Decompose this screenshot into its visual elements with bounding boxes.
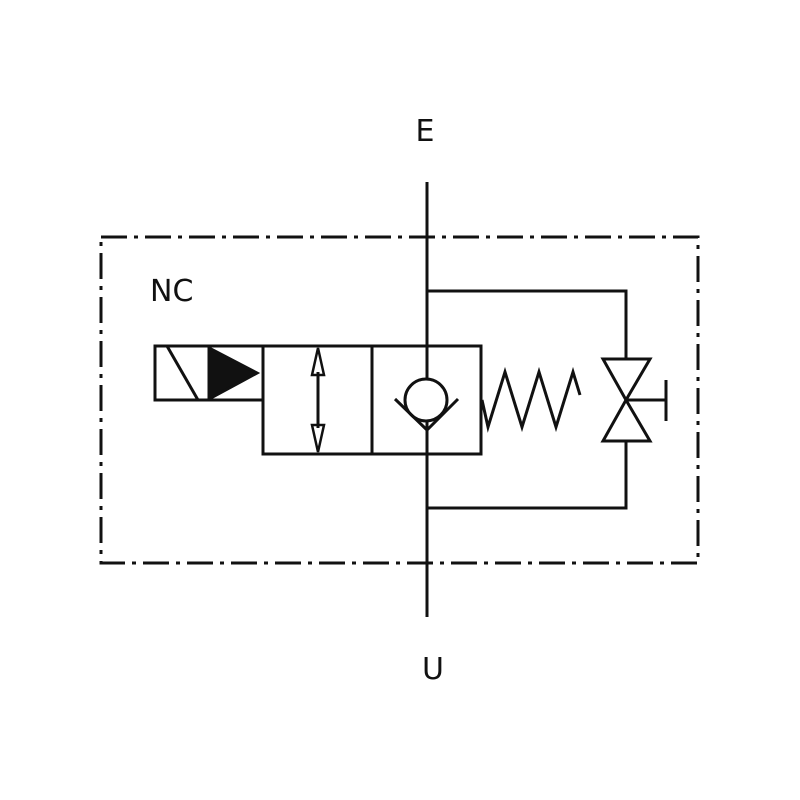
needle-valve-icon: [600, 357, 668, 443]
bypass-top-line: [427, 289, 628, 359]
inlet-port-label: E: [416, 114, 435, 149]
bidirectional-arrow-icon: [310, 347, 326, 453]
outlet-port-label: U: [422, 652, 444, 687]
dash-dot-boundary: [99, 235, 700, 565]
spring-icon: [480, 366, 582, 433]
mode-label: NC: [150, 274, 193, 309]
bypass-bottom-line: [427, 441, 628, 510]
valve-body: [261, 344, 483, 456]
check-valve-icon: [393, 377, 460, 433]
solenoid-triangle-icon: [207, 345, 261, 402]
